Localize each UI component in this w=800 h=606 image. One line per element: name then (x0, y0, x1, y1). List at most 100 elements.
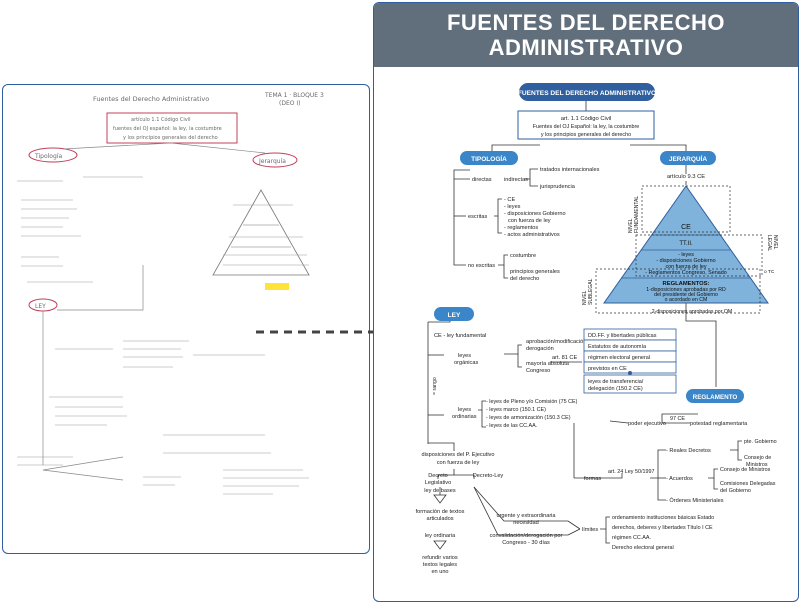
title-pill (519, 83, 655, 101)
urgente-2: necesidad (513, 520, 539, 526)
limite-4: Derecho electoral general (612, 545, 674, 551)
title-pill-text: FUENTES DEL DERECHO ADMINISTRATIVO (518, 90, 656, 97)
ley-ce-fund: CE - ley fundamental (434, 333, 486, 339)
jer-legal-2: - disposiciones Gobierno (656, 258, 715, 264)
regl-com-2: del Gobierno (720, 488, 751, 494)
nivel-fundamental-2: FUNDAMENTAL (634, 196, 640, 233)
disp-1: disposiciones del P. Ejecutivo (422, 452, 495, 458)
limites: límites (582, 527, 598, 533)
tip-jurisprudencia: jurisprudencia (539, 184, 576, 190)
transferencia-1: leyes de transferencia/ (588, 379, 644, 385)
ley-rango: = rango (432, 377, 438, 395)
limite-2: derechos, deberes y libertades Título I … (612, 525, 713, 531)
ley-mayoria-2: Congreso (526, 368, 550, 374)
jer-ce: CE (681, 224, 691, 231)
tipologia-label: TIPOLOGÍA (471, 154, 507, 163)
jer-legal-1: - leyes (678, 252, 694, 258)
refundir-1: refundir varios (422, 555, 458, 561)
banner-line2: ADMINISTRATIVO (488, 35, 684, 60)
hw-ley: LEY (35, 303, 46, 310)
limite-1: ordenamiento instituciones básicas Estad… (612, 515, 714, 521)
hw-box-l3: y los principios generales del derecho (123, 135, 218, 141)
dleg-1: Decreto (428, 473, 448, 479)
ley-ordinarias-1: leyes (458, 407, 471, 413)
conval-2: Congreso - 30 días (502, 540, 550, 546)
tip-no-escritas: no escritas (468, 263, 495, 269)
hw-tema-sub: (DEO I) (279, 100, 301, 107)
regl-cm-1: Consejo de (744, 455, 771, 461)
refundir-3: en uno (431, 569, 448, 575)
jer-regl-2: del presidente del Gobierno (654, 292, 718, 298)
handwritten-notes-sheet: Fuentes del Derecho Administrativo TEMA … (2, 84, 370, 554)
tip-escritas: escritas (468, 214, 487, 220)
jer-ttii: TT.II. (679, 241, 693, 247)
ley-label: LEY (448, 312, 461, 319)
hw-tema: TEMA 1 · BLOQUE 3 (264, 92, 324, 99)
art11-l3: y los principios generales del derecho (541, 132, 631, 138)
tip-esc-5: - reglamentos (504, 225, 538, 231)
regl-potestad: potestad reglamentaria (690, 421, 748, 427)
tip-esc-2: - leyes (504, 204, 521, 210)
tip-principios-1: principios generales (510, 269, 560, 275)
regl-art24: art. 24 Ley 50/1997 (608, 469, 654, 475)
art81-item-2: Estatutos de autonomía (588, 344, 647, 350)
ley-pill (434, 307, 474, 321)
jer-legal-4: - Reglamentos Congreso, Senado (645, 270, 727, 276)
art11-l1: art. 1.1 Código Civil (561, 116, 612, 122)
jer-regl-4: 2-disposiciones aprobadas por OM (652, 309, 732, 315)
tip-tratados: tratados internacionales (540, 167, 600, 173)
tip-esc-6: - actos administrativos (504, 232, 560, 238)
banner-line1: FUENTES DEL DERECHO (446, 10, 725, 35)
jer-legal-tc: o TC (764, 269, 775, 275)
ley-ordinarias-2: ordinarias (452, 414, 477, 420)
jer-regl-1: 1-disposiciones aprobadas por RD (646, 287, 726, 293)
reglamento-label: REGLAMENTO (693, 394, 738, 401)
reglamento-pill (686, 389, 744, 403)
hw-highlight (265, 283, 289, 290)
regl-poder: poder ejecutivo (628, 421, 666, 427)
nivel-sublegal-1: NIVEL (582, 290, 588, 305)
ley-aprob-1: aprobación/modificación/ (526, 339, 588, 345)
ord-item-2: - leyes marco (150.1 CE) (486, 407, 546, 413)
tip-costumbre: costumbre (510, 253, 536, 259)
hw-title: Fuentes del Derecho Administrativo (93, 95, 209, 103)
hw-pyramid (212, 189, 310, 276)
urgente-1: urgente y extraordinaria (496, 513, 556, 519)
hw-box-l1: artículo 1.1 Código Civil (131, 116, 191, 123)
nivel-legal-1: NIVEL (772, 235, 778, 250)
nivel-sublegal-2: SUBLEGAL (588, 278, 594, 305)
jerarquia-pill (660, 151, 716, 165)
nivel-legal-2: LEGAL (766, 235, 772, 251)
formacion-1: formación de textos (416, 509, 465, 515)
jer-reglamentos-title: REGLAMENTOS: (663, 281, 710, 287)
tipologia-pill (460, 151, 518, 165)
hw-box-l2: fuentes del OJ español: la ley, la costu… (113, 126, 222, 132)
hw-tipologia: Tipología (34, 153, 62, 160)
regl-cm-2: Ministros (746, 462, 768, 468)
regl-97ce: 97 CE (670, 416, 685, 422)
down-arrow-icon (433, 494, 447, 504)
ord-item-3: - leyes de armonización (150.3 CE) (486, 415, 571, 421)
regl-acuerdos: - Acuerdos (666, 476, 693, 482)
hw-jerarquia-oval (252, 152, 298, 168)
transferencia-2: delegación (150.2 CE) (588, 386, 643, 392)
limite-3: régimen CC.AA. (612, 535, 651, 541)
ley-mayoria-1: mayoría absoluta (526, 361, 570, 367)
fundamental-bracket (641, 185, 731, 233)
refundir-2: textos legales (423, 562, 457, 568)
ley-bases: ley de bases (424, 488, 456, 494)
regl-pte: pte. Gobierno (744, 439, 777, 445)
hw-jerarquia: Jerarquía (258, 158, 286, 165)
legal-bracket (635, 234, 763, 277)
ley-art81: art. 81 CE (552, 355, 577, 361)
ley-organicas-1: leyes (458, 353, 471, 359)
ley-ordinaria: ley ordinaria (425, 533, 456, 539)
tip-directas: directas (472, 177, 492, 183)
tip-esc-1: - CE (504, 197, 515, 203)
hw-tipologia-oval (28, 147, 78, 163)
conval-1: convalidación/derogación por (490, 533, 563, 539)
art81-item-3: régimen electoral general (588, 355, 650, 361)
jer-legal-3: con fuerza de ley (665, 264, 706, 270)
art11-l2: Fuentes del OJ Español: la ley, la costu… (533, 124, 640, 130)
regl-ordenes: - Órdenes Ministeriales (666, 497, 724, 504)
